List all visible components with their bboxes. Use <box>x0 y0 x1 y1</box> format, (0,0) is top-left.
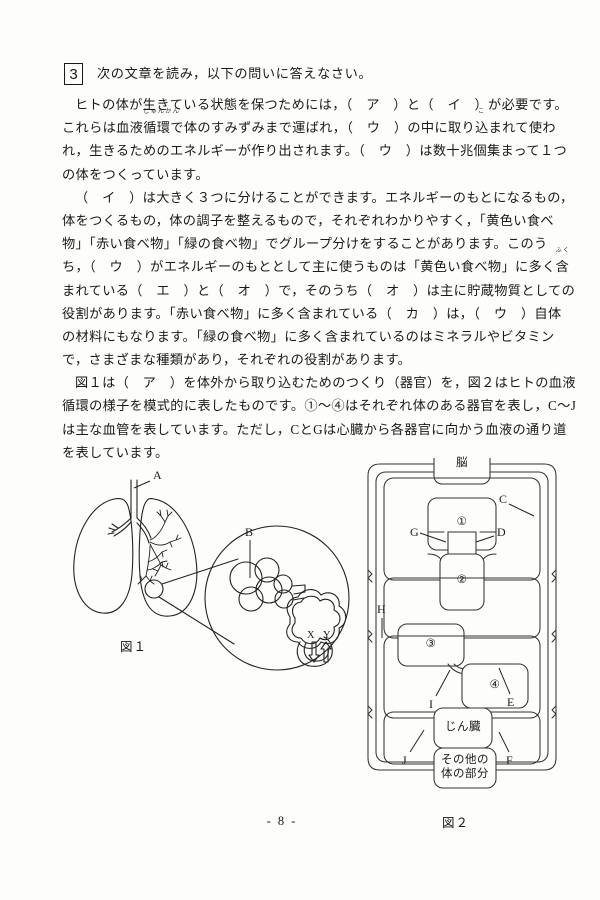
passage-line: 図１は（ ア ）を体外から取り込むためのつくり（器官）を，図２はヒトの血液 <box>75 375 576 391</box>
ruby-base: 含ふく <box>555 248 571 275</box>
figure2-organ-3: ③ <box>425 638 437 650</box>
passage-line: の材料にもなります。「緑の食べ物」に多く含まれているのはミネラルやビタミン <box>62 328 555 344</box>
ruby-text: こ <box>478 109 486 116</box>
figure2-vessel-I: I <box>429 697 433 711</box>
figure2-vessel-H: H <box>377 602 386 616</box>
passage-line: 物」「赤い食べ物」「緑の食べ物」でグループ分けをすることがあります。このう <box>62 236 548 252</box>
passage-line: ヒトの体が生きている状態を保つためには，（ ア ）と（ イ ）が必要です。 <box>75 97 568 112</box>
ruby-text: ふく <box>555 248 571 255</box>
passage-line: まれている（ エ ）と（ オ ）で，そのうち（ オ ）は主に貯蔵物質としての <box>62 282 576 298</box>
figure2-organ-other-line2: 体の部分 <box>441 768 489 780</box>
passage-body: ヒトの体が生きている状態を保つためには，（ ア ）と（ イ ）が必要です。これら… <box>62 93 577 464</box>
figure-2-drawing: C D E F G H I J <box>367 449 557 789</box>
passage-line: 役割があります。「赤い食べ物」に多く含まれている（ カ ）は，（ ウ ）自体 <box>62 305 562 321</box>
page-number-text: - 8 - <box>266 814 298 828</box>
ruby-base: 込こ <box>475 109 489 136</box>
passage-line: を表しています。 <box>62 444 169 460</box>
ruby-text: じゅんかん <box>143 109 181 116</box>
page-number: - 8 - <box>0 814 600 829</box>
passage-line: 体をつくるもの，体の調子を整えるもので，それぞれわかりやすく，「黄色い食べ <box>62 212 554 228</box>
passage-line: これらは血液循環じゅんかんで体のすみずみまで運ばれ，（ ウ ）の中に取り込こまれ… <box>62 109 556 139</box>
figure2-organ-kidney: じん臓 <box>445 721 481 733</box>
figure2-organ-other-line1: その他の <box>441 754 489 766</box>
figure2-organ-4: ④ <box>489 679 501 691</box>
figure1-label-B: B <box>245 525 253 539</box>
passage-line: は主な血管を表しています。ただし，CとGは心臓から各器官に向かう血液の通り道 <box>62 421 567 437</box>
question-number-box: 3 <box>64 63 83 85</box>
figure2-vessel-G: G <box>410 525 419 539</box>
question-header: 3 次の文章を読み，以下の問いに答えなさい。 <box>64 63 372 85</box>
passage-line: で，さまざまな種類があり，それぞれの役割があります。 <box>62 352 412 368</box>
figure2-organ-1: ① <box>456 516 468 528</box>
passage-line: の体をつくっています。 <box>62 166 209 182</box>
figure2-organ-2: ② <box>456 574 468 586</box>
figure1-label-A: A <box>153 468 162 482</box>
figure-1-drawing: A B X Y <box>73 468 350 671</box>
figure-2-caption: 図２ <box>442 816 470 830</box>
ruby-base: 循環じゅんかん <box>143 109 181 136</box>
figure2-vessel-J: J <box>402 753 407 767</box>
passage-line: ち，（ ウ ）がエネルギーのもととして主に使うものは「黄色い食べ物」に多く含ふく <box>62 248 569 278</box>
figure2-vessel-F: F <box>506 753 513 767</box>
figure1-label-X: X <box>307 630 315 641</box>
figure-1: A B X Y <box>62 466 352 676</box>
figure1-label-Y: Y <box>323 630 331 641</box>
passage-line: れ，生きるためのエネルギーが作り出されます。（ ウ ）は数十兆個集まって１つ <box>62 143 568 159</box>
figure2-organ-brain: 脳 <box>456 457 468 469</box>
figure-2: C D E F G H I J 脳 ① ② ③ ④ じん臓 その他の 体の部分 <box>358 449 566 803</box>
figure2-vessel-C: C <box>499 492 507 506</box>
figure2-vessel-D: D <box>497 525 506 539</box>
figure2-vessel-E: E <box>507 695 514 709</box>
question-prompt: 次の文章を読み，以下の問いに答えなさい。 <box>97 66 373 81</box>
passage-line: （ イ ）は大きく３つに分けることができます。エネルギーのもとになるもの， <box>75 189 574 205</box>
figure-1-caption: 図１ <box>120 640 148 654</box>
passage-line: 循環の様子を模式的に表したものです。①～④はそれぞれ体のある器官を表し，C～J <box>62 398 577 414</box>
